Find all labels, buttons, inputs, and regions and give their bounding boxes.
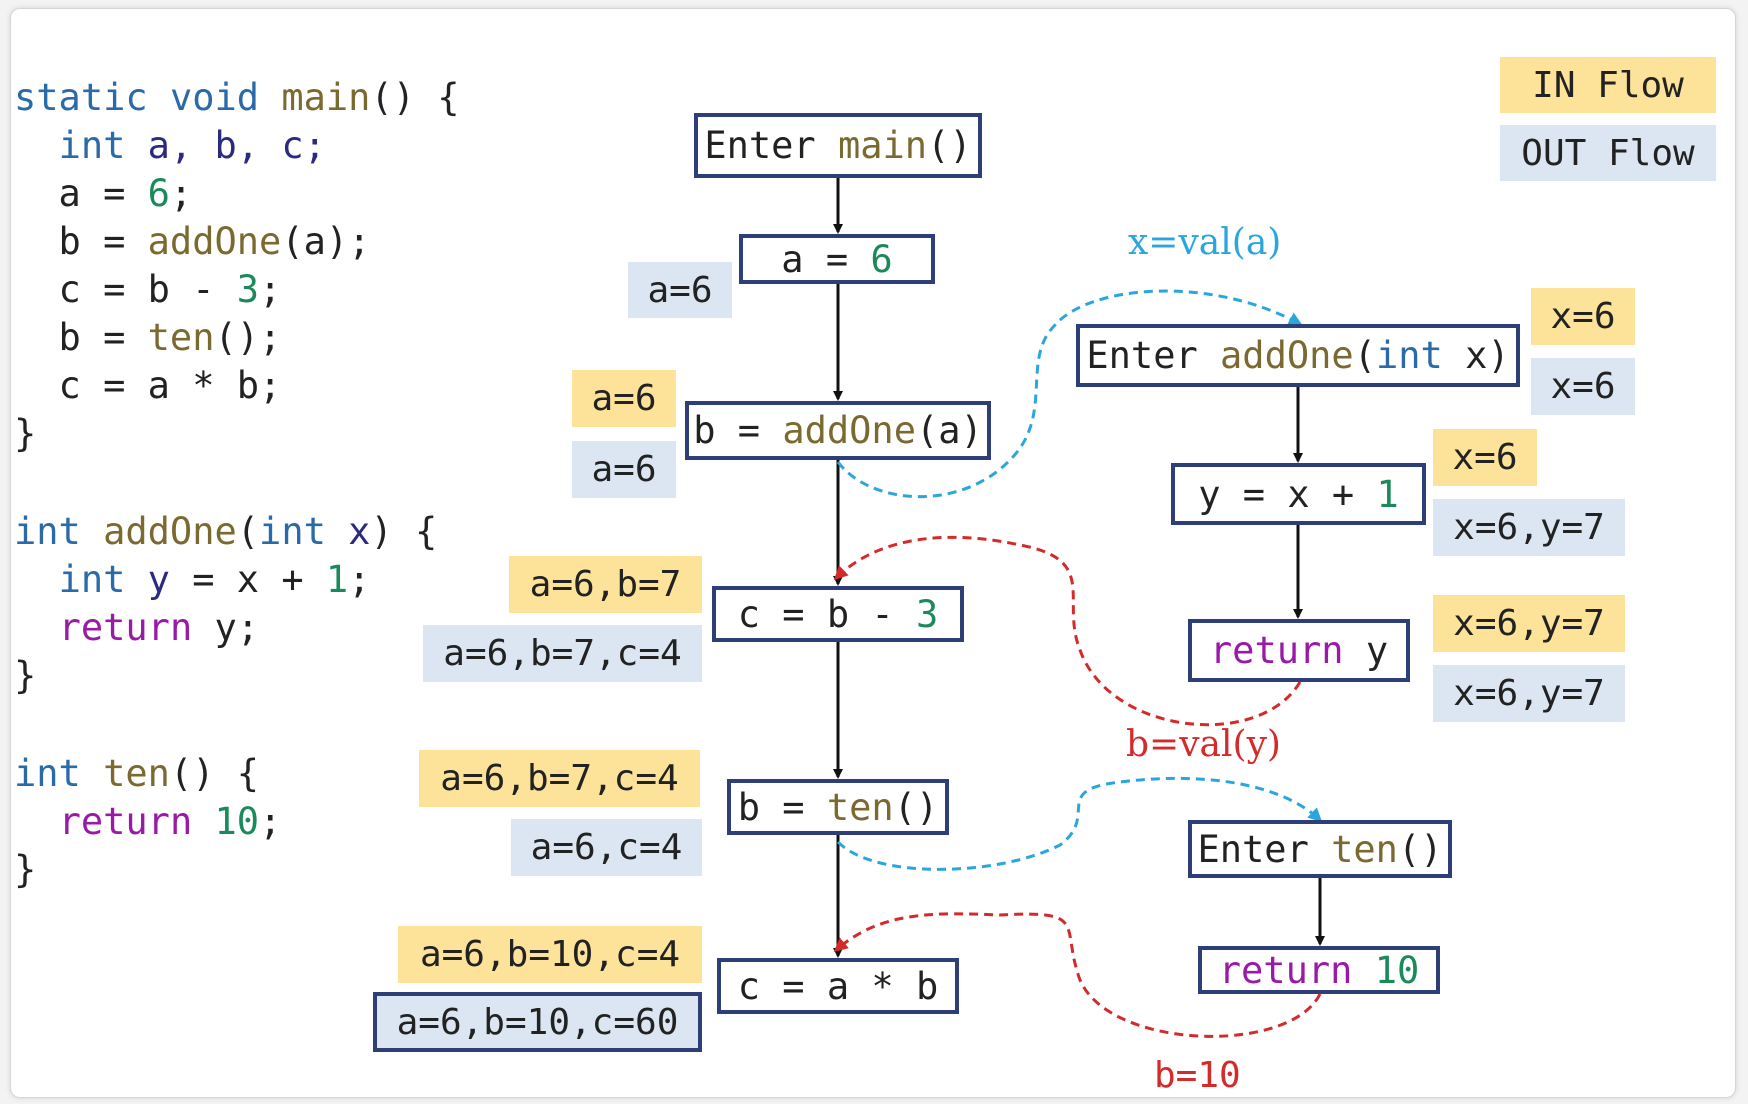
fact-return-y-out: x=6,y=7 [1433, 665, 1625, 722]
fact-b-ten-in: a=6,b=7,c=4 [419, 750, 700, 807]
code-line-b-ten: b = ten(); [14, 316, 282, 359]
fact-y-assign-in: x=6 [1433, 429, 1537, 486]
code-line-addone-close: } [14, 654, 37, 697]
node-c-mul: c = a * b [717, 958, 959, 1014]
call-edge-ten [836, 776, 1323, 871]
fact-c-minus-in: a=6,b=7 [509, 556, 702, 613]
fact-b-ten-out: a=6,c=4 [511, 819, 702, 876]
node-enter-main: Enter main() [694, 113, 982, 178]
legend-in-flow: IN Flow [1500, 57, 1716, 113]
node-return-10: return 10 [1198, 946, 1440, 994]
code-line-ten-signature: int ten() { [14, 752, 260, 795]
fact-c-mul-in: a=6,b=10,c=4 [398, 926, 702, 983]
node-a-assign: a = 6 [739, 234, 935, 284]
return-edge-ten [833, 912, 1322, 1038]
node-enter-ten: Enter ten() [1188, 820, 1452, 878]
code-line-return-y: return y; [58, 606, 260, 649]
node-return-y: return y [1188, 619, 1410, 682]
code-line-a-assign: a = 6; [14, 172, 193, 215]
fact-enter-addone-out: x=6 [1531, 358, 1635, 415]
edge-label-call-addone: x=val(a) [1128, 222, 1282, 263]
fact-c-mul-out: a=6,b=10,c=60 [373, 992, 702, 1052]
code-line-main-close: } [14, 412, 37, 455]
node-y-assign: y = x + 1 [1171, 463, 1426, 525]
code-line-c-mul: c = a * b; [14, 364, 282, 407]
fact-a-assign-out: a=6 [628, 262, 732, 318]
code-line-c-minus: c = b - 3; [14, 268, 282, 311]
edge-label-return-ten: b=10 [1154, 1055, 1241, 1096]
node-enter-addone: Enter addOne(int x) [1076, 324, 1520, 387]
legend-out-flow: OUT Flow [1500, 125, 1716, 181]
code-line-declare: int a, b, c; [58, 124, 326, 167]
fact-y-assign-out: x=6,y=7 [1433, 499, 1625, 556]
code-line-ten-close: } [14, 848, 37, 891]
code-line-addone-signature: int addOne(int x) { [14, 510, 438, 553]
fact-enter-addone-in: x=6 [1531, 288, 1635, 345]
fact-c-minus-out: a=6,b=7,c=4 [423, 625, 702, 682]
code-line-return-10: return 10; [58, 800, 282, 843]
node-c-minus: c = b - 3 [712, 586, 964, 642]
return-edge-addone [833, 535, 1302, 727]
node-b-ten: b = ten() [727, 779, 949, 835]
code-line-y-assign: int y = x + 1; [58, 558, 371, 601]
code-line-main-signature: static void main() { [14, 76, 460, 119]
call-edge-addone [836, 289, 1303, 499]
code-line-b-addone: b = addOne(a); [14, 220, 371, 263]
fact-return-y-in: x=6,y=7 [1433, 595, 1625, 652]
fact-b-addone-out: a=6 [572, 441, 676, 498]
edge-label-return-addone: b=val(y) [1126, 724, 1281, 765]
node-b-addone: b = addOne(a) [685, 401, 991, 460]
fact-b-addone-in: a=6 [572, 370, 676, 427]
